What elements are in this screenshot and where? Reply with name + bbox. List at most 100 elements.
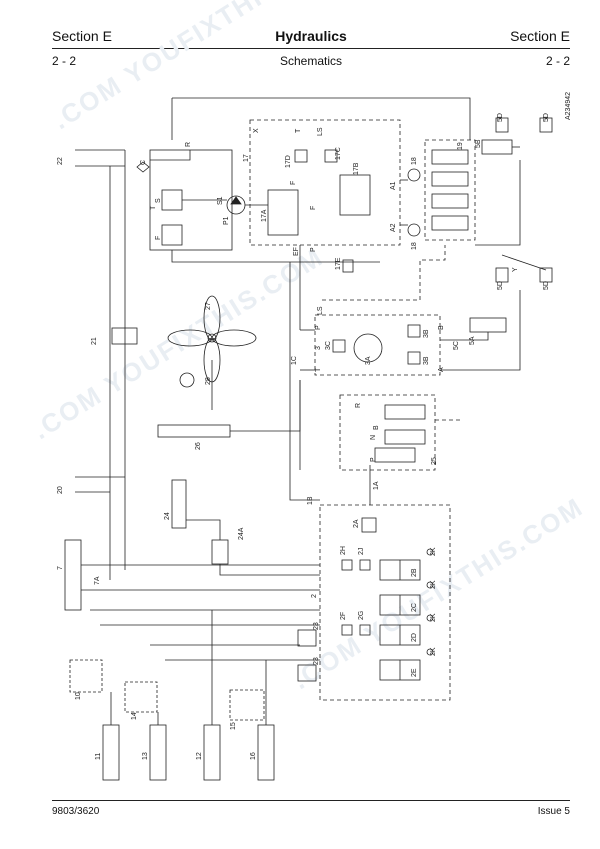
valve-2J	[359, 559, 371, 571]
label: C	[140, 160, 147, 165]
label: 18	[411, 157, 418, 165]
label: 7	[57, 566, 64, 570]
cooling-fan-27	[167, 295, 257, 383]
label: S	[155, 198, 162, 203]
valve-block-25	[339, 394, 436, 471]
pump-arrow	[230, 196, 242, 205]
label: 2B	[411, 568, 418, 577]
valve-section	[431, 215, 469, 231]
label: 5D	[497, 281, 504, 290]
steering-cylinder-18	[407, 168, 421, 182]
label: 24	[164, 512, 171, 520]
page-number-left: 2 - 2	[52, 54, 77, 68]
return-line	[171, 250, 380, 263]
oil-cooler-26	[157, 424, 231, 438]
label: 1A	[373, 481, 380, 490]
label: 3C	[325, 341, 332, 350]
watermark-text: .COM YOUFIXTHIS.COM	[27, 241, 328, 445]
valve-21	[111, 327, 138, 345]
main-control-valve-2	[319, 504, 451, 701]
priority-valve-17A	[267, 189, 299, 236]
label: 22	[57, 157, 64, 165]
label: 2E	[411, 668, 418, 677]
label: 23	[313, 657, 320, 665]
section-label-right: Section E	[510, 28, 570, 44]
label: 2D	[411, 633, 418, 642]
label: B	[373, 425, 380, 430]
return-line	[172, 97, 471, 140]
label: 1B	[307, 496, 314, 505]
label: X	[253, 128, 260, 133]
label: 12	[196, 752, 203, 760]
label: 5B	[475, 139, 482, 148]
watermark-text: .COM YOUFIXTHIS.COM	[47, 0, 348, 135]
label: R	[185, 142, 192, 147]
check-valve-2K	[426, 614, 434, 622]
label: 5D	[497, 113, 504, 122]
label: 17	[243, 154, 250, 162]
cylinder-11	[102, 724, 120, 781]
cylinder-7	[64, 539, 82, 611]
valve-section	[431, 193, 469, 209]
relief-valve-17C	[324, 149, 338, 163]
label: T	[150, 205, 157, 210]
section-label-left: Section E	[52, 28, 112, 44]
switch-5D	[495, 267, 509, 283]
page-title: Hydraulics	[275, 28, 347, 44]
label: 5C	[453, 341, 460, 350]
valve-section	[431, 149, 469, 165]
label: R	[355, 403, 362, 408]
label: N	[370, 435, 377, 440]
check-valve-17D	[294, 149, 308, 163]
valve-section	[431, 171, 469, 187]
label: A1	[390, 181, 397, 190]
valve-section	[384, 429, 426, 445]
valve-2G	[359, 624, 371, 636]
issue-number: Issue 5	[537, 806, 570, 817]
valve-10	[69, 659, 103, 693]
label: 3A	[365, 356, 372, 365]
label: 28	[205, 377, 212, 385]
label: 17E	[335, 257, 342, 270]
relief-valve-2A	[361, 517, 377, 533]
label: 2G	[358, 611, 365, 620]
valve-24A	[211, 539, 229, 565]
cylinder-12	[203, 724, 221, 781]
label: 24A	[238, 527, 245, 540]
switch-5D	[495, 117, 509, 133]
document-number: 9803/3620	[52, 806, 100, 817]
label: 18	[411, 242, 418, 250]
check-valve-2K	[426, 548, 434, 556]
label: B	[438, 325, 445, 330]
valve-15	[229, 689, 265, 721]
valve-23	[297, 629, 317, 647]
cylinder-13	[149, 724, 167, 781]
label: S1	[217, 196, 224, 205]
switch-5D	[539, 267, 553, 283]
spool-2D	[379, 624, 421, 646]
label: 2K	[430, 547, 437, 556]
label: 2K	[430, 647, 437, 656]
label: 17B	[353, 162, 360, 175]
tank	[149, 149, 233, 251]
valve-23	[297, 664, 317, 682]
label: 17C	[335, 147, 342, 160]
cylinder-16	[257, 724, 275, 781]
label: 15	[230, 722, 237, 730]
hydraulic-line	[475, 160, 521, 246]
label: T	[295, 128, 302, 133]
label: 5D	[543, 113, 550, 122]
label: P	[370, 457, 377, 462]
label: 3	[315, 346, 322, 350]
cylinder-5B	[481, 139, 513, 155]
label: 10	[75, 692, 82, 700]
label: 16	[250, 752, 257, 760]
watermark: .COM YOUFIXTHIS.COM .COM YOUFIXTHIS.COM …	[27, 0, 588, 695]
orifice-17E	[342, 259, 354, 273]
hydraulic-line	[440, 290, 521, 371]
label: P1	[223, 216, 230, 225]
label: EF	[293, 247, 300, 256]
label: LS	[317, 306, 324, 315]
valve-section	[384, 404, 426, 420]
label: 2A	[353, 519, 360, 528]
